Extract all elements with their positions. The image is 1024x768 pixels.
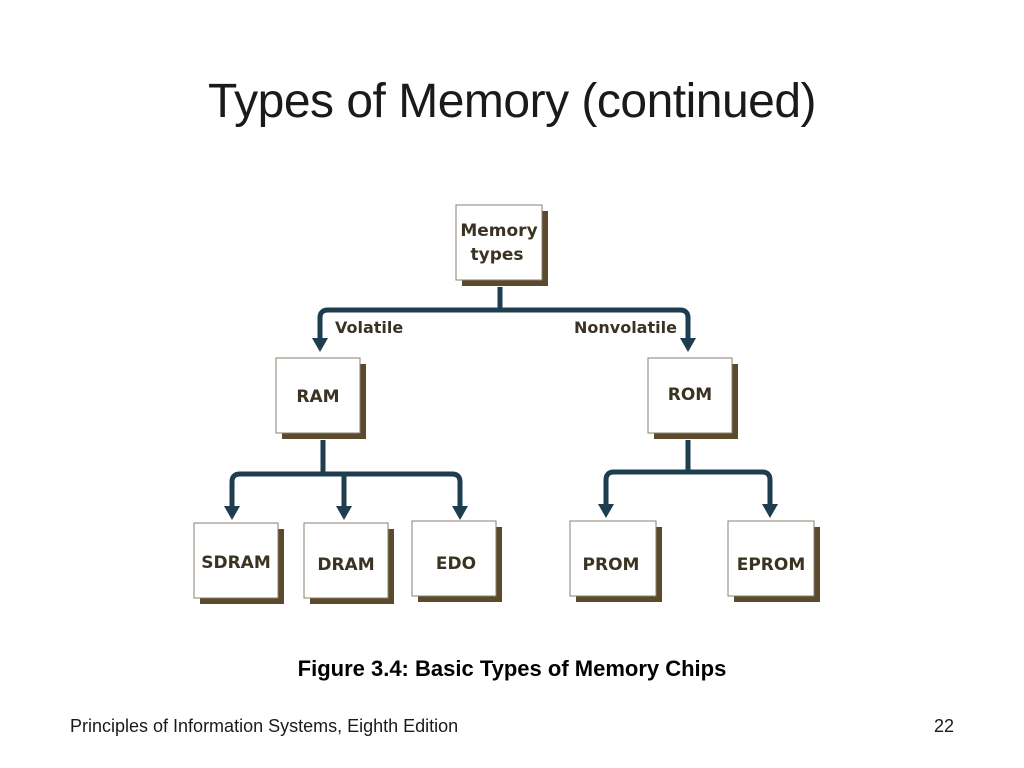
footer-text: Principles of Information Systems, Eight…: [70, 716, 459, 736]
node-sdram-label: SDRAM: [201, 553, 271, 573]
arrow-to-eprom: [762, 504, 778, 518]
node-edo: EDO: [411, 520, 502, 602]
node-eprom: EPROM: [727, 520, 820, 602]
node-sdram: SDRAM: [193, 522, 284, 604]
node-edo-label: EDO: [436, 554, 476, 574]
root-connectors: [317, 287, 691, 340]
node-eprom-label: EPROM: [737, 555, 806, 575]
node-rom-label: ROM: [668, 385, 712, 405]
node-memory-types-line2: types: [470, 245, 523, 265]
node-dram-label: DRAM: [317, 555, 374, 575]
arrow-to-ram: [312, 338, 328, 352]
page-number: 22: [933, 716, 954, 736]
arrow-to-prom: [598, 504, 614, 518]
node-rom: ROM: [647, 357, 738, 439]
node-ram-label: RAM: [296, 387, 339, 407]
arrow-to-dram: [336, 506, 352, 520]
node-memory-types: Memory types: [455, 204, 548, 286]
nonvolatile-label: Nonvolatile: [574, 318, 677, 337]
node-prom: PROM: [569, 520, 662, 602]
node-memory-types-line1: Memory: [460, 221, 537, 241]
figure-caption: Figure 3.4: Basic Types of Memory Chips: [297, 656, 727, 681]
node-dram: DRAM: [303, 522, 394, 604]
volatile-label: Volatile: [335, 318, 403, 337]
arrow-to-rom: [680, 338, 696, 352]
rom-connectors: [603, 440, 773, 506]
node-prom-label: PROM: [583, 555, 640, 575]
arrow-to-edo: [452, 506, 468, 520]
slide-title: Types of Memory (continued): [207, 75, 817, 128]
arrow-to-sdram: [224, 506, 240, 520]
node-ram: RAM: [275, 357, 366, 439]
ram-connectors: [229, 440, 463, 508]
